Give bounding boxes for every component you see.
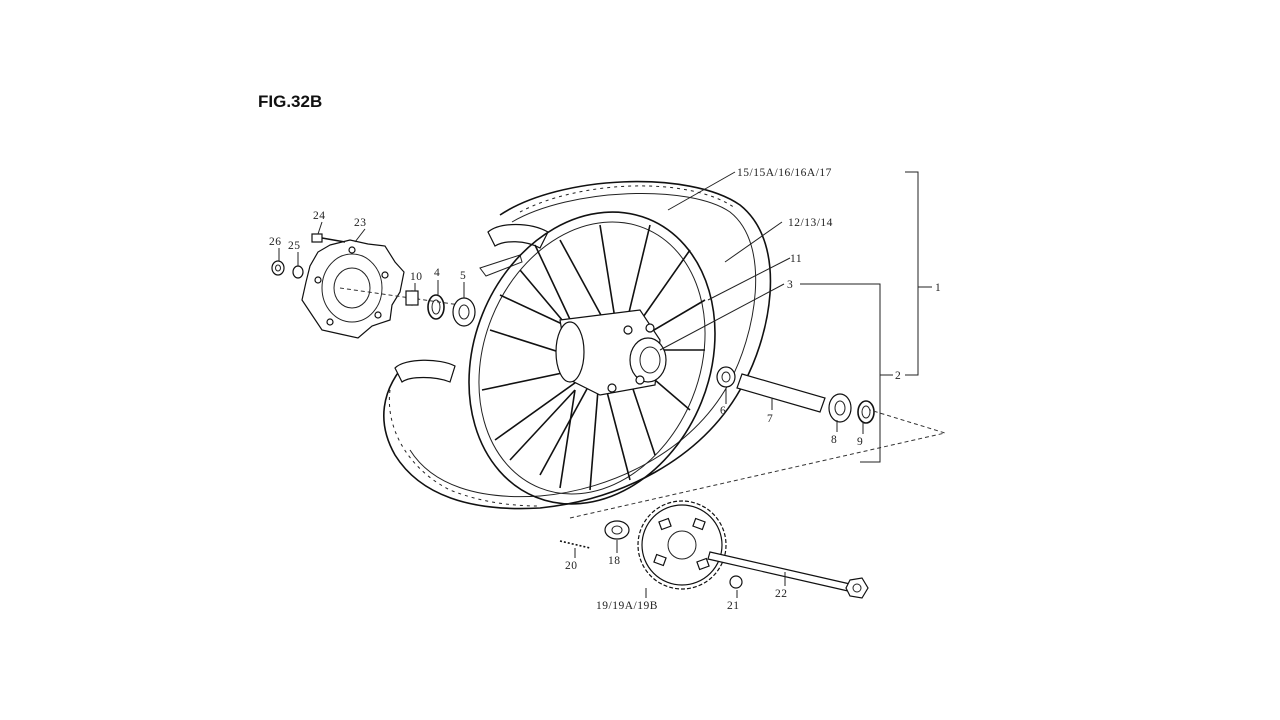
axle-22 — [707, 551, 869, 599]
sprocket-19 — [637, 500, 727, 590]
rim-outer — [468, 211, 716, 505]
tire-tread-pattern-lower — [388, 389, 541, 507]
tire-cutaway-bottom — [394, 359, 456, 383]
seal-9 — [857, 400, 875, 424]
wheel-assembly — [383, 180, 772, 510]
callout-23: 23 — [354, 217, 367, 229]
callout-5: 5 — [460, 270, 466, 282]
bearing-8 — [828, 393, 852, 423]
callout-2: 2 — [895, 370, 901, 382]
brake-disc-23 — [301, 239, 405, 339]
callout-15-17: 15/15A/16/16A/17 — [737, 167, 832, 179]
exploded-boundary — [569, 409, 947, 519]
seal-4 — [427, 294, 445, 320]
bolt-24 — [311, 233, 346, 243]
axle-sleeve-7 — [736, 373, 826, 413]
callout-1: 1 — [935, 282, 941, 294]
tire-outer — [383, 180, 772, 510]
hub — [555, 309, 667, 396]
tire-cutaway-top — [487, 223, 549, 249]
leader-lines — [278, 171, 932, 598]
callout-3: 3 — [787, 279, 793, 291]
nut-26 — [271, 260, 285, 276]
callout-20: 20 — [565, 560, 578, 572]
stud-20 — [559, 540, 591, 549]
axis-line-left — [339, 287, 461, 306]
callout-10: 10 — [410, 271, 423, 283]
callout-22: 22 — [775, 588, 788, 600]
tire-cutaway-top-inner — [479, 254, 523, 277]
callout-7: 7 — [767, 413, 773, 425]
nut-21 — [729, 575, 743, 589]
collar-10 — [405, 290, 419, 306]
rim-inner — [478, 221, 706, 495]
callout-6: 6 — [720, 405, 726, 417]
callout-8: 8 — [831, 434, 837, 446]
callout-11: 11 — [790, 253, 802, 265]
callout-25: 25 — [288, 240, 301, 252]
callout-26: 26 — [269, 236, 282, 248]
callout-24: 24 — [313, 210, 326, 222]
bearing-5 — [452, 297, 476, 327]
callout-18: 18 — [608, 555, 621, 567]
callout-4: 4 — [434, 267, 440, 279]
callout-9: 9 — [857, 436, 863, 448]
callout-21: 21 — [727, 600, 740, 612]
callout-12-14: 12/13/14 — [788, 217, 833, 229]
figure-title: FIG.32B — [258, 92, 322, 111]
washer-18 — [604, 520, 630, 540]
washer-25 — [292, 265, 304, 279]
callout-19: 19/19A/19B — [596, 600, 658, 612]
spacer-6 — [716, 366, 736, 388]
callout-labels: 15/15A/16/16A/17 12/13/14 11 3 1 2 6 7 8… — [269, 167, 941, 612]
